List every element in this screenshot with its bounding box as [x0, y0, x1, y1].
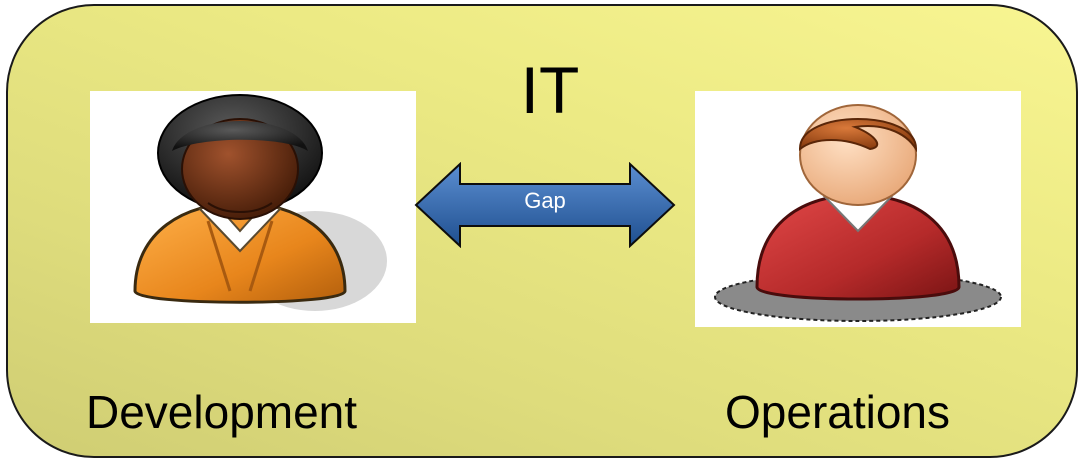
operations-label: Operations — [725, 386, 951, 438]
development-label: Development — [86, 386, 358, 438]
diagram-title: IT — [520, 53, 580, 127]
developer-person-icon — [133, 94, 387, 311]
gap-arrow: Gap — [414, 162, 676, 248]
operations-person-icon — [714, 104, 1002, 322]
double-headed-arrow-icon — [414, 162, 676, 248]
developer-figure — [90, 91, 416, 323]
gap-label: Gap — [524, 188, 566, 213]
operations-figure — [695, 91, 1021, 327]
